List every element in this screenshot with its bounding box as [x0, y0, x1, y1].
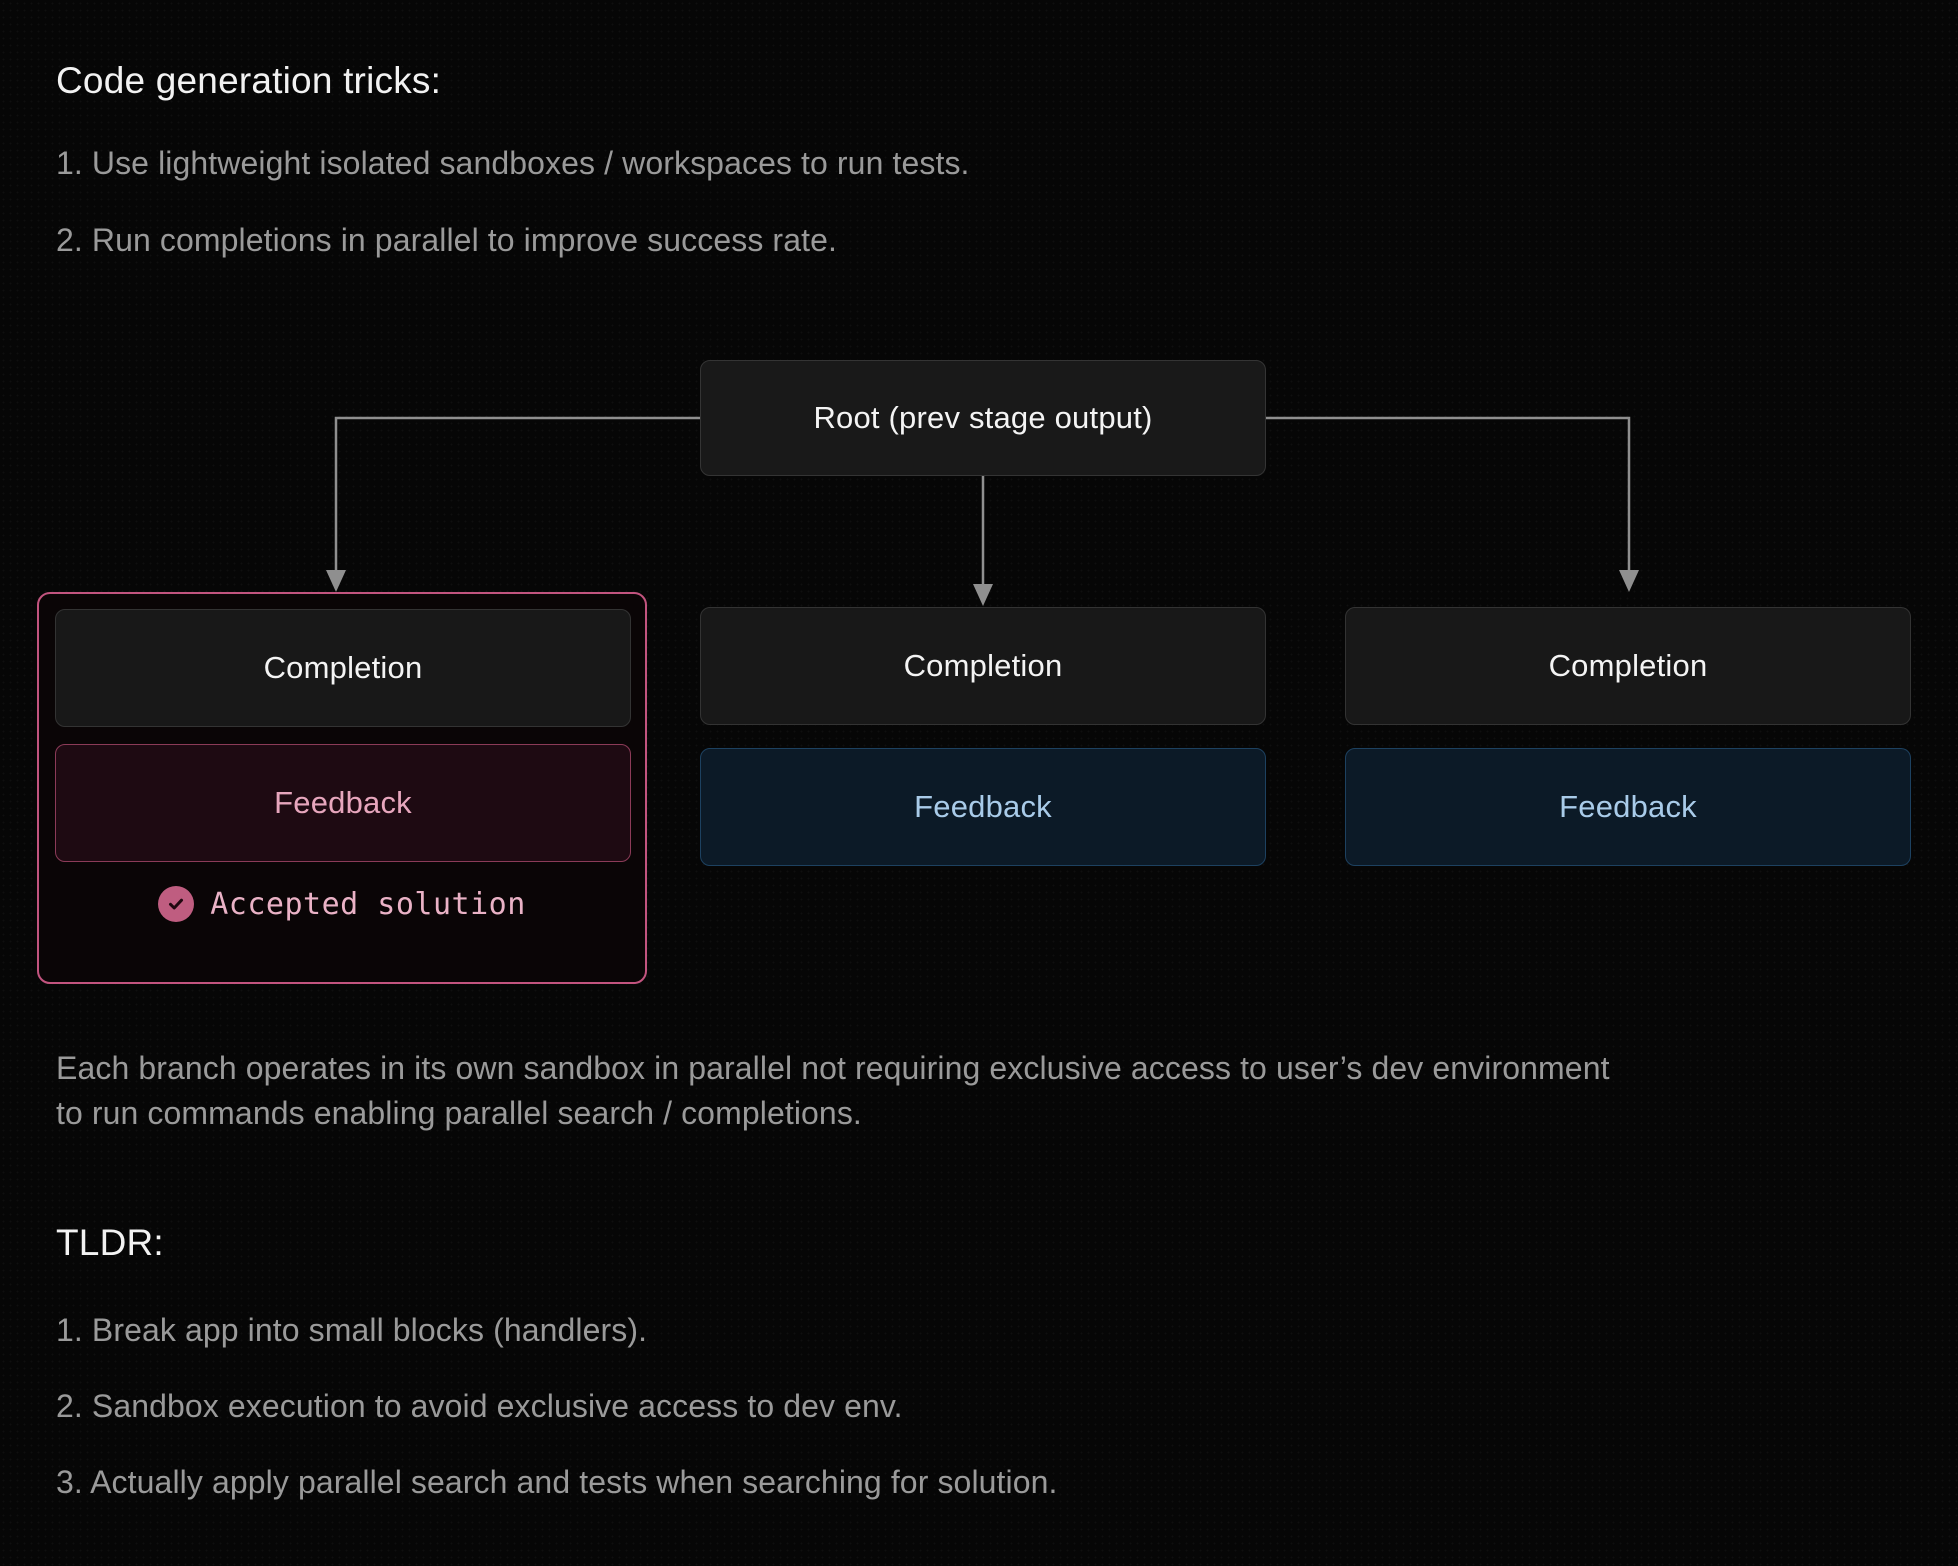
diagram-branch-accepted[interactable]: Completion Feedback Accepted solution: [37, 592, 647, 984]
arrowhead-left: [326, 570, 346, 592]
accepted-solution-label: Accepted solution: [210, 886, 526, 922]
tricks-item-1: 1. Use lightweight isolated sandboxes / …: [56, 145, 970, 181]
connector-right: [1266, 416, 1631, 578]
diagram-node-completion-2[interactable]: Completion: [700, 607, 1266, 725]
arrowhead-middle: [973, 584, 993, 606]
diagram-node-completion-3[interactable]: Completion: [1345, 607, 1911, 725]
tldr-heading: TLDR:: [56, 1222, 164, 1263]
diagram-node-feedback-2[interactable]: Feedback: [700, 748, 1266, 866]
tldr-item-1: 1. Break app into small blocks (handlers…: [56, 1312, 648, 1348]
accepted-solution-row: Accepted solution: [39, 886, 645, 922]
tldr-item-2: 2. Sandbox execution to avoid exclusive …: [56, 1388, 903, 1424]
diagram-node-completion-1[interactable]: Completion: [55, 609, 631, 727]
arrowhead-right: [1619, 570, 1639, 592]
tldr-item-3: 3. Actually apply parallel search and te…: [56, 1464, 1058, 1500]
diagram-node-feedback-3[interactable]: Feedback: [1345, 748, 1911, 866]
diagram-caption: Each branch operates in its own sandbox …: [56, 1050, 1610, 1132]
diagram-node-root[interactable]: Root (prev stage output): [700, 360, 1266, 476]
page-title: Code generation tricks:: [56, 60, 442, 101]
diagram-connectors: [326, 416, 1639, 606]
connector-left: [334, 416, 700, 578]
check-circle-icon: [158, 886, 195, 922]
branch-diagram: Root (prev stage output) Completion Feed…: [37, 360, 1911, 984]
tricks-item-2: 2. Run completions in parallel to improv…: [56, 222, 837, 258]
diagram-node-feedback-1[interactable]: Feedback: [55, 744, 631, 862]
